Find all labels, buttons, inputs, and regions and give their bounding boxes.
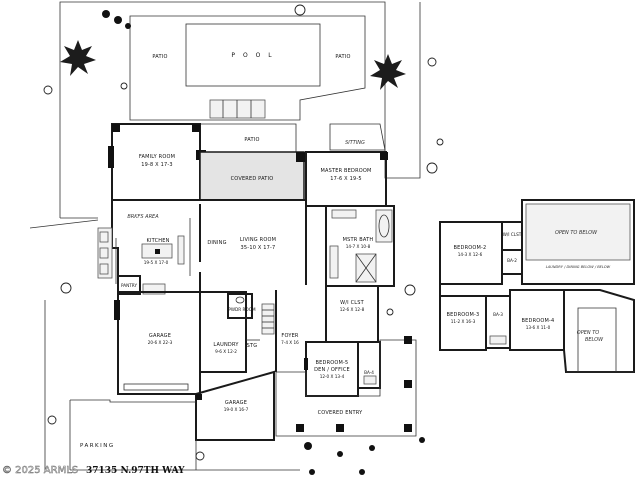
bedroom-3-label: BEDROOM-3 (447, 312, 480, 318)
foyer-dim: 7-4 X 16 (281, 340, 299, 345)
master-bedroom-label: MASTER BEDROOM (320, 168, 371, 174)
landscaping (43, 4, 444, 475)
pool-area: P O O L PATIO PATIO (129, 15, 366, 121)
shrub-icon (404, 284, 416, 296)
kitchen-label: KITCHEN (146, 238, 169, 244)
shrub-icon (47, 415, 57, 425)
garage-left-dim: 20-6 X 22-3 (148, 340, 173, 345)
kitchen-dim: 19-5 X 17-0 (144, 260, 169, 265)
pantry-label: PANTRY (121, 283, 137, 288)
covered-patio-label: COVERED PATIO (231, 176, 274, 182)
address-label: 37135 N.97TH WAY (86, 466, 185, 476)
pool-label: P O O L (231, 52, 274, 59)
mstr-bath-label: MSTR BATH (343, 237, 374, 243)
garage-bottom-dim: 19-0 X 16-7 (224, 407, 249, 412)
shrub-icon (294, 4, 306, 16)
rear-patio: PATIO SITTING (200, 123, 386, 152)
laundry-dim: 9-6 X 12-2 (215, 349, 237, 354)
bfst-area-label: BRKFS AREA (127, 214, 159, 220)
sitting-label: SITTING (345, 140, 365, 146)
garage-bottom-label: GARAGE (225, 400, 247, 406)
second-floor: BEDROOM-2 14-3 X 12-6 W/I CLST BA-2 OPEN… (439, 199, 635, 373)
master-bedroom-dim: 17-6 X 19-5 (330, 176, 362, 182)
watermark: © 2025 ARMLS (2, 465, 78, 476)
tree-icon (370, 54, 406, 90)
living-room-dim: 35-10 X 17-7 (241, 245, 276, 251)
dining-label: DINING (207, 240, 226, 246)
wi-clst-up-label: W/I CLST (503, 232, 522, 237)
wi-clst-dim: 12-6 X 12-8 (340, 307, 365, 312)
parking-area: PARKING (69, 399, 300, 471)
shrub-icon (386, 308, 394, 316)
shrub-icon (60, 282, 72, 294)
patio-left-label: PATIO (152, 54, 167, 60)
bedroom-4-label: BEDROOM-4 (522, 318, 555, 324)
ba-2-label: BA-2 (507, 258, 517, 263)
tree-icon (60, 40, 96, 76)
foyer-label: FOYER (281, 333, 299, 339)
open-to-below-label: OPEN TO BELOW (555, 230, 598, 236)
ba-4-label: BA-4 (364, 370, 374, 375)
family-room-dim: 19-8 X 17-3 (141, 162, 173, 168)
parking-label: PARKING (80, 443, 115, 449)
ba-3-label: BA-3 (493, 312, 503, 317)
bedroom-2-label: BEDROOM-2 (454, 245, 487, 251)
bedroom-3-dim: 11-2 X 16-3 (451, 319, 476, 324)
bedroom-5-label: BEDROOM-5 (316, 360, 349, 366)
living-room-label: LIVING ROOM (240, 237, 276, 243)
powder-room-label: PWDR ROOM (228, 307, 256, 312)
lot-outline (29, 1, 421, 470)
laundry-label: LAUNDRY (213, 342, 239, 348)
patio-right-label: PATIO (335, 54, 350, 60)
bedroom-5-dim: 12-0 X 13-4 (320, 374, 345, 379)
shrub-icon (195, 451, 205, 461)
shrub-icon (427, 57, 437, 67)
shrub-icon (436, 138, 444, 146)
laundry-below-label: LAUNDRY / DINING BELOW / BELOW (546, 265, 611, 269)
shrub-icon (43, 85, 53, 95)
mstr-bath-dim: 14-7 X 10-8 (346, 244, 371, 249)
shrub-icon (120, 82, 128, 90)
patio-middle-label: PATIO (244, 137, 259, 143)
covered-entry-label: COVERED ENTRY (318, 410, 363, 416)
shrub-icon (426, 162, 438, 174)
bedroom-4-dim: 13-6 X 11-0 (526, 325, 551, 330)
below-label: BELOW (585, 337, 604, 343)
stg-label: STG (247, 343, 258, 349)
garage-left-label: GARAGE (149, 333, 171, 339)
family-room-label: FAMILY ROOM (139, 154, 175, 160)
main-house: FAMILY ROOM 19-8 X 17-3 COVERED PATIO MA… (97, 123, 417, 441)
bedroom-5-sub: DEN / OFFICE (314, 367, 350, 373)
bedroom-2-dim: 14-3 X 12-6 (458, 252, 483, 257)
open-to-label: OPEN TO (577, 330, 599, 336)
wi-clst-label: W/I CLST (340, 300, 365, 306)
